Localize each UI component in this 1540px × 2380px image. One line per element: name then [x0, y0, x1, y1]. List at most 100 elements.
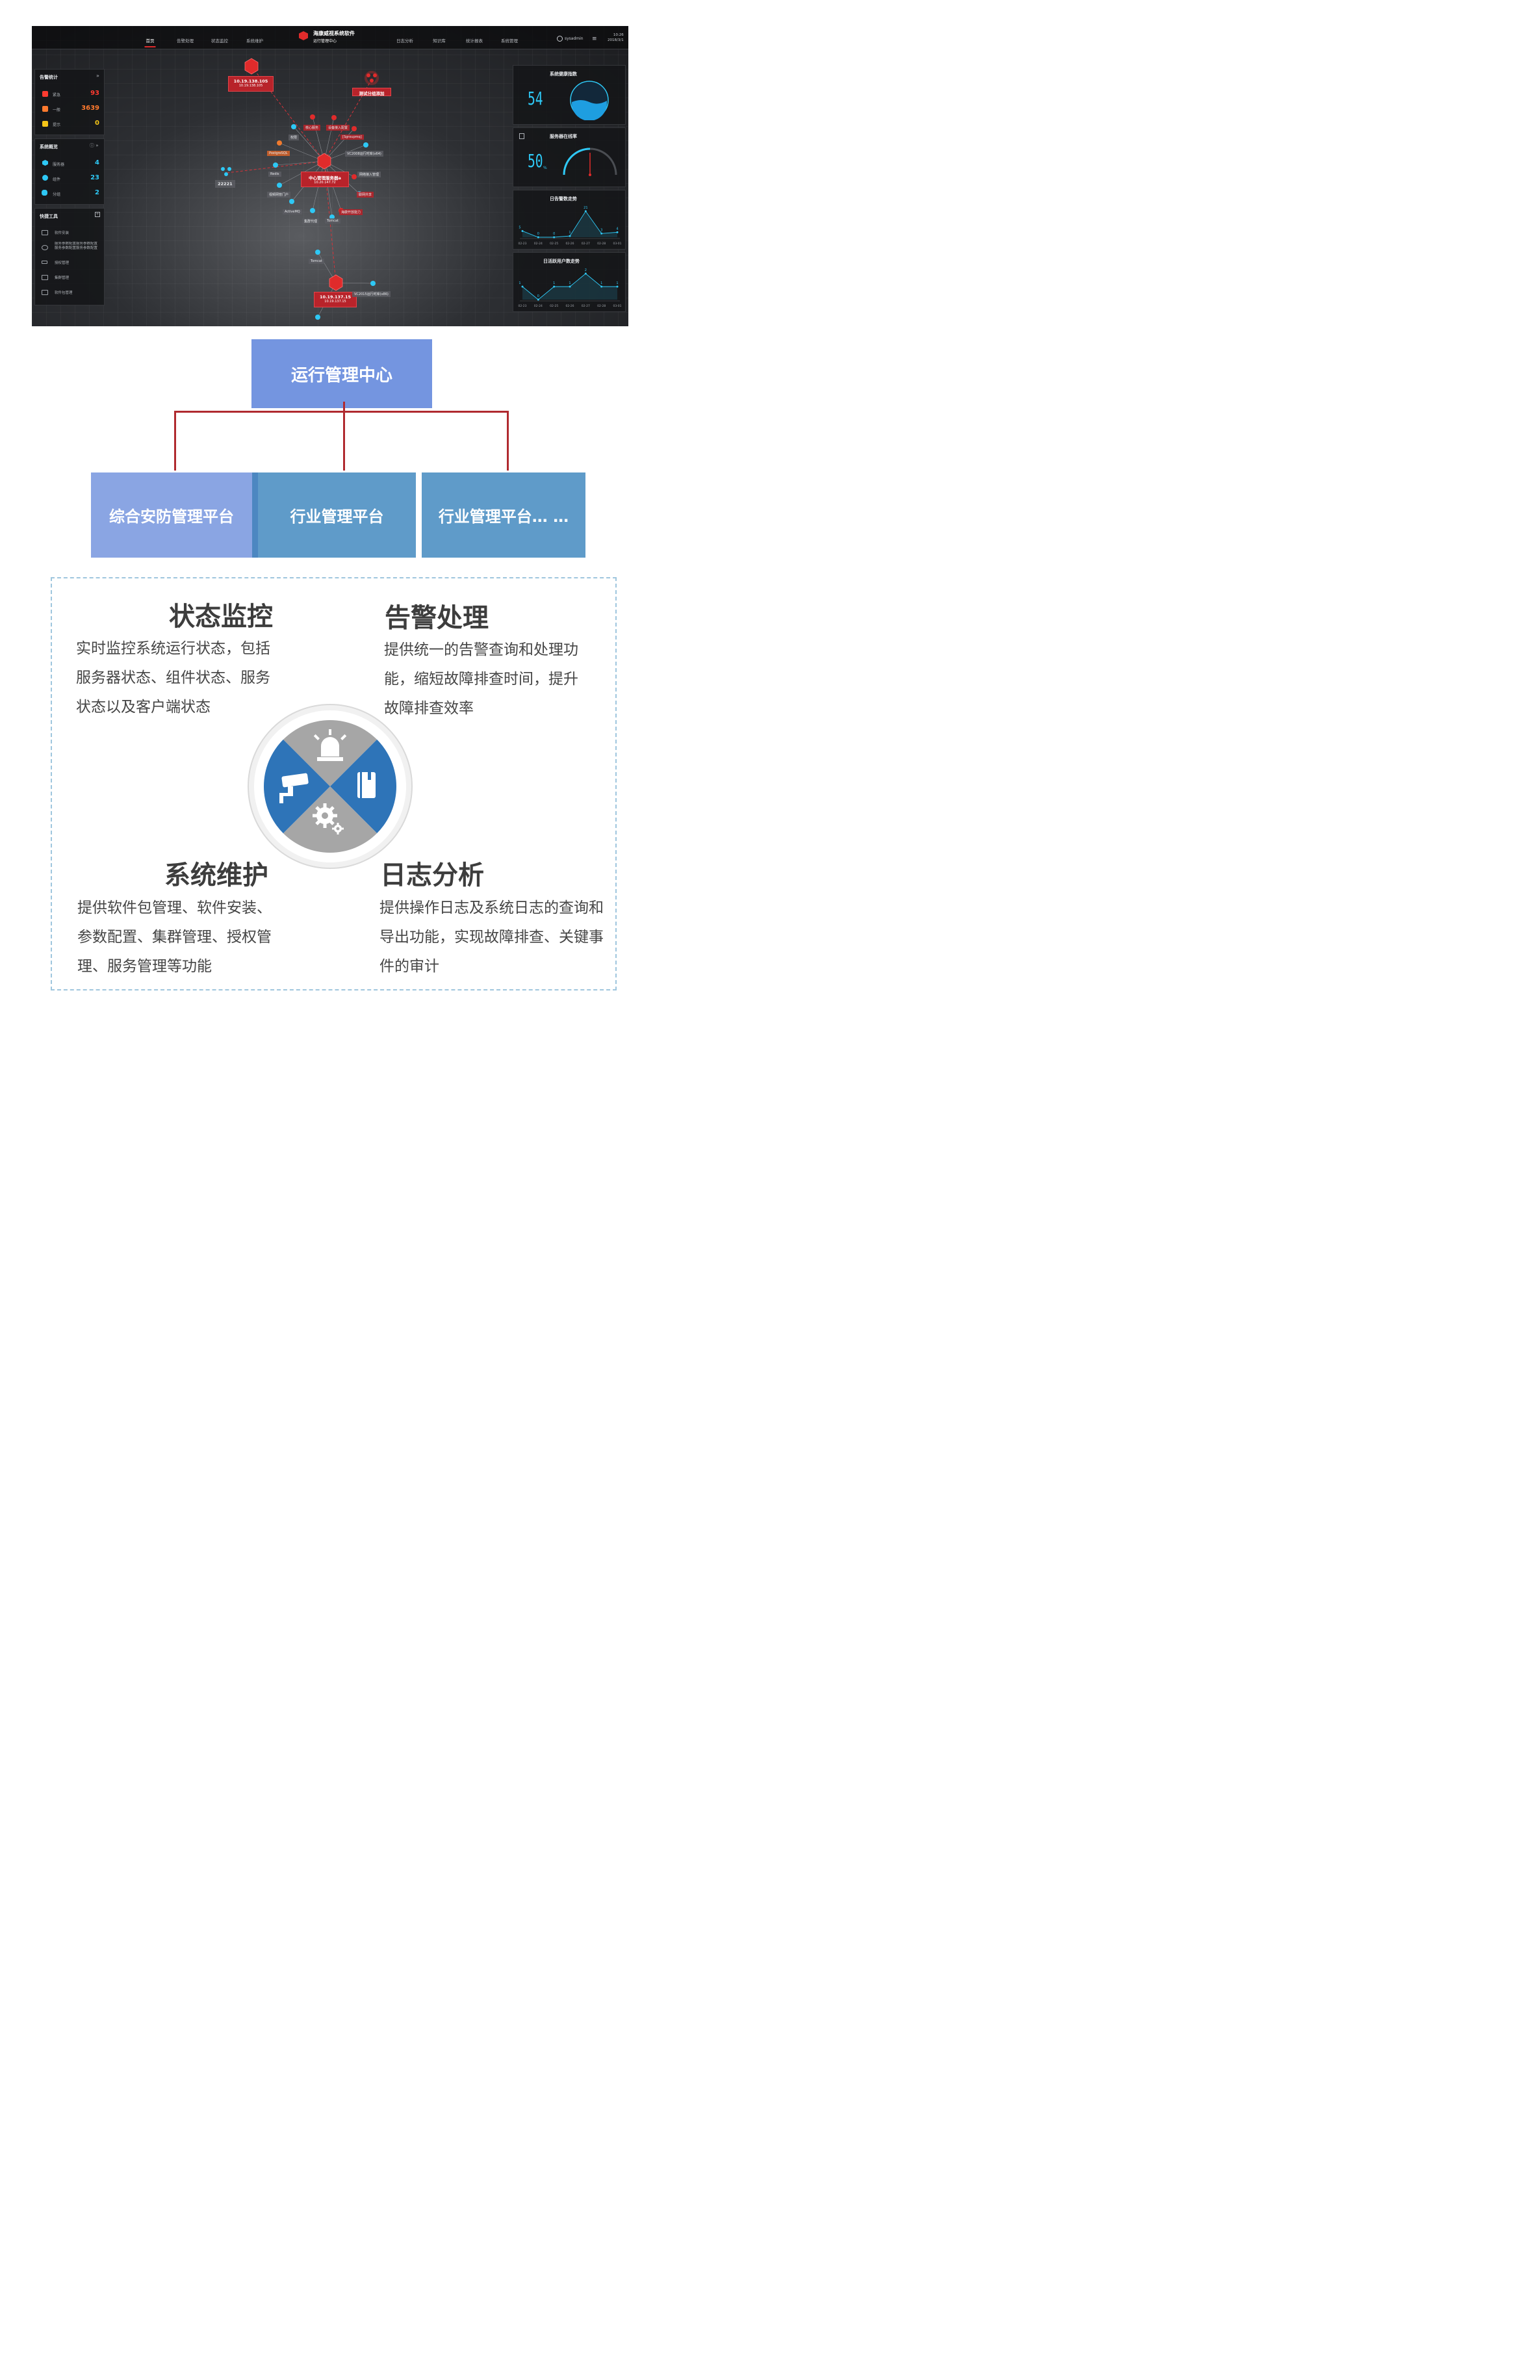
chart-tick-label: 02-23: [518, 304, 526, 308]
tab-home[interactable]: 首页: [144, 38, 156, 47]
tool-item[interactable]: 软件包管理: [55, 291, 73, 295]
component-tag[interactable]: Tomcat: [325, 218, 340, 224]
component-tag[interactable]: Tomcat: [309, 259, 324, 264]
panel-title: 系统健康指数: [550, 71, 577, 77]
chart-data-label: 1: [519, 281, 520, 285]
chart-point: [521, 229, 524, 232]
node-sub: 10.20.147.72: [314, 181, 336, 185]
server-node[interactable]: 10.19.138.105 10.19.138.105: [228, 76, 274, 92]
component-icon: [42, 175, 48, 181]
tab-status[interactable]: 状态监控: [211, 38, 228, 44]
panel-title: 系统概览: [40, 144, 58, 149]
feature-desc-alarm: 提供统一的告警查询和处理功能，缩短故障排查时间，提升故障排查效率: [384, 641, 578, 717]
component-tag[interactable]: 网络接入管理: [357, 172, 381, 177]
alarm-light-icon: [313, 729, 347, 761]
overview-label: 服务器: [53, 162, 65, 167]
node-ip: 10.19.138.105: [233, 79, 268, 84]
panel-title: 服务器在线率: [550, 134, 577, 139]
tab-report[interactable]: 统计报表: [466, 38, 483, 44]
tool-item[interactable]: 软件安装: [55, 231, 70, 235]
tool-item[interactable]: 授权管理: [55, 261, 70, 265]
chart-point: [569, 285, 571, 288]
brand-logo-icon: [299, 31, 308, 40]
feature-title-log: 日志分析: [380, 860, 484, 890]
group-node[interactable]: 测试分组添加: [352, 88, 391, 96]
server-icon: [42, 160, 48, 166]
alarm-trend-chart: 502-23002-24002-25102-262102-27302-28403…: [518, 206, 621, 246]
overview-label: 分组: [53, 192, 61, 197]
chart-tick-label: 02-24: [534, 242, 543, 246]
tab-system[interactable]: 系统管理: [501, 38, 518, 44]
group-count[interactable]: 22221: [215, 180, 235, 188]
topology-graph: [221, 58, 379, 320]
chart-tick-label: 02-23: [518, 242, 526, 246]
online-unit: %: [543, 166, 547, 170]
feature-desc-monitor: 实时监控系统运行状态，包括服务器状态、组件状态、服务状态以及客户端状态: [76, 640, 270, 716]
chart-data-label: 3: [600, 228, 602, 232]
brand-title: 海康威视系统软件: [313, 31, 355, 36]
component-tag[interactable]: VC2008运行时库(x64): [345, 151, 383, 157]
component-tag[interactable]: Redis: [268, 172, 281, 177]
user-menu[interactable]: sysadmin: [557, 36, 584, 42]
tab-knowledge[interactable]: 知识库: [433, 38, 446, 44]
component-tag[interactable]: 海康开放能力: [339, 209, 363, 215]
expand-icon[interactable]: »: [96, 73, 99, 79]
tab-maintain[interactable]: 系统维护: [246, 38, 263, 44]
component-tag[interactable]: 集群代理: [302, 218, 320, 224]
chart-tick-label: 03-01: [613, 304, 621, 308]
component-tag[interactable]: 权限: [289, 135, 300, 140]
chart-data-label: 1: [553, 281, 555, 285]
clock-time: 10:26: [613, 33, 624, 37]
group-icon: [42, 190, 47, 196]
alarm-value: 3639: [81, 105, 99, 112]
component-tag[interactable]: 联网共享: [357, 192, 374, 198]
gear-icon: [313, 803, 344, 834]
component-tag[interactable]: 视频网管门户: [267, 192, 291, 198]
chart-point: [553, 236, 556, 239]
alarm-label: 一般: [53, 108, 61, 112]
chart-point: [521, 285, 524, 288]
package-icon: [42, 290, 48, 295]
info-icon[interactable]: ⓘ »: [90, 143, 99, 148]
chart-point: [600, 285, 603, 288]
center-server-node[interactable]: 中心管理服务器a 10.20.147.72: [301, 172, 349, 187]
tool-item[interactable]: 服务参数配置服务参数配置服务参数配置服务参数配置: [55, 242, 98, 250]
chart-data-label: 0: [537, 232, 539, 236]
health-panel: 系统健康指数 54: [513, 65, 626, 125]
alarm-label: 提示: [53, 123, 61, 127]
server-node[interactable]: 10.19.137.15 10.19.137.15: [314, 292, 357, 307]
component-tag[interactable]: 核心服务: [303, 125, 321, 131]
tab-alarm[interactable]: 告警处理: [177, 38, 194, 44]
chart-data-label: 1: [569, 281, 571, 285]
component-tag[interactable]: VC2015运行时库(x86): [352, 291, 391, 297]
dashboard-screenshot: 首页 告警处理 状态监控 系统维护 海康威视系统软件 运行管理中心 日志分析 知…: [32, 26, 628, 326]
connector-line: [174, 411, 509, 413]
clock-date: 2018/3/1: [608, 38, 624, 42]
feature-desc-maintain: 提供软件包管理、软件安装、参数配置、集群管理、授权管理、服务管理等功能: [77, 899, 272, 975]
component-tag[interactable]: [Sgroupmq]: [340, 135, 364, 140]
tab-log[interactable]: 日志分析: [396, 38, 413, 44]
add-icon[interactable]: +: [95, 212, 100, 217]
chart-point: [616, 231, 619, 233]
chart-data-label: 1: [569, 231, 571, 235]
component-tag[interactable]: 设备接入配置: [326, 125, 350, 131]
chart-tick-label: 02-26: [565, 304, 574, 308]
alarm-label: 紧急: [53, 93, 61, 97]
node-ip: 中心管理服务器a: [309, 175, 341, 181]
component-tag[interactable]: ActiveMQ: [283, 209, 302, 214]
panel-title: 日告警数走势: [550, 196, 577, 201]
menu-icon[interactable]: ≡: [592, 36, 597, 42]
connector-line: [343, 402, 345, 471]
component-tag[interactable]: PostgreSQL: [267, 151, 290, 156]
org-root: 运行管理中心: [251, 339, 432, 408]
org-child-security: 综合安防管理平台: [91, 472, 252, 558]
chart-tick-label: 02-28: [597, 242, 606, 246]
tool-item[interactable]: 集群管理: [55, 276, 70, 280]
chart-point: [600, 232, 603, 235]
active-users-chart: 102-23002-24102-25102-26202-27102-28103-…: [518, 268, 621, 308]
alarm-icon: [42, 121, 48, 127]
feature-desc-log: 提供操作日志及系统日志的查询和导出功能，实现故障排查、关键事件的审计: [379, 899, 604, 975]
node-sub: 10.19.138.105: [238, 84, 263, 88]
features-section: 状态监控 实时监控系统运行状态，包括服务器状态、组件状态、服务状态以及客户端状态…: [51, 577, 617, 990]
